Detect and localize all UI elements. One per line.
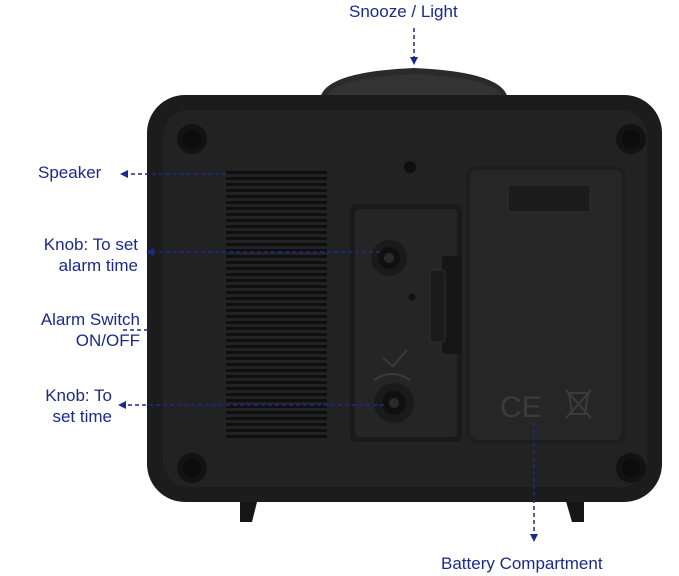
snooze-light-label: Snooze / Light bbox=[349, 2, 458, 21]
alarm-time-knob bbox=[371, 240, 407, 276]
speaker-label: Speaker bbox=[38, 163, 102, 182]
alarm-switch-label-line1: Alarm Switch bbox=[40, 310, 140, 329]
speaker-grille bbox=[226, 171, 327, 438]
alarm-switch bbox=[429, 269, 446, 343]
corner-screws bbox=[177, 124, 646, 483]
alarm-knob-label-line1: Knob: To set bbox=[43, 235, 138, 254]
weee-bin-icon bbox=[565, 389, 592, 419]
left-foot bbox=[240, 498, 258, 522]
time-knob-label: Knob: To set time bbox=[2, 385, 112, 427]
alarm-knob-label-line2: alarm time bbox=[58, 256, 138, 275]
battery-compartment-label: Battery Compartment bbox=[441, 554, 603, 573]
battery-latch bbox=[507, 184, 591, 213]
time-knob-label-line1: Knob: To bbox=[45, 386, 112, 405]
time-knob-label-line2: set time bbox=[52, 407, 112, 426]
set-time-knob bbox=[374, 383, 414, 423]
alarm-switch-slot bbox=[442, 256, 462, 354]
right-foot bbox=[565, 498, 584, 522]
alarm-switch-label: Alarm Switch ON/OFF bbox=[0, 309, 140, 351]
ce-mark: CE bbox=[500, 391, 542, 424]
alarm-knob-label: Knob: To set alarm time bbox=[2, 234, 138, 276]
alarm-switch-label-line2: ON/OFF bbox=[75, 331, 140, 350]
mounting-hole bbox=[404, 161, 416, 173]
